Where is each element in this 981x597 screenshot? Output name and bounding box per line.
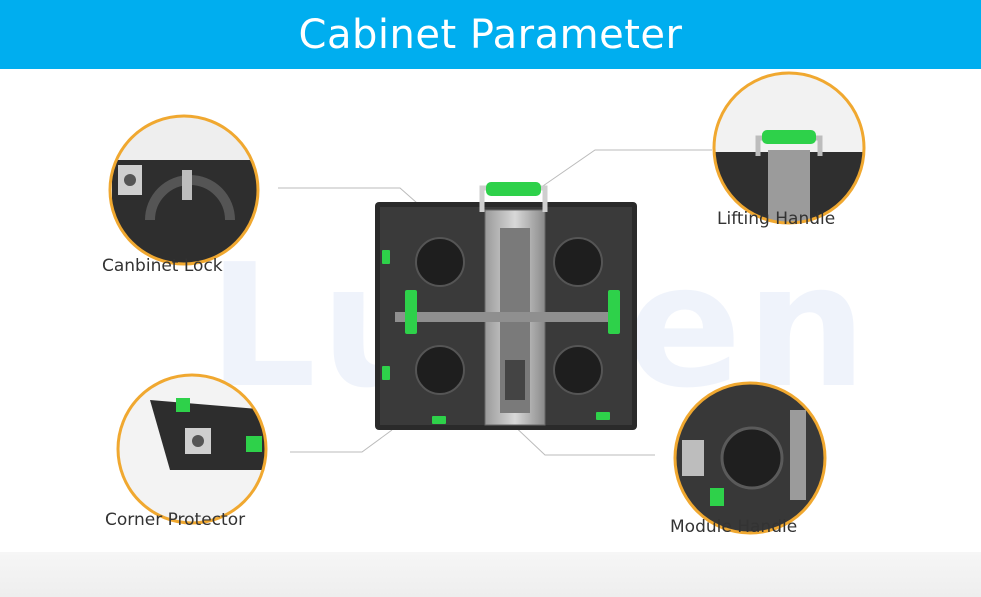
- module-discs: [415, 237, 603, 395]
- footer-band: [0, 552, 981, 597]
- led-cabinet: [375, 182, 637, 430]
- green-latches: [382, 250, 620, 424]
- callout-lifting-handle: [712, 71, 866, 225]
- leader-line-handle: [539, 149, 712, 189]
- label-cabinet-lock: Canbinet Lock: [102, 256, 223, 276]
- leader-line-corner: [290, 429, 393, 453]
- callout-corner-protector: [116, 373, 268, 525]
- page-header: Cabinet Parameter: [0, 0, 981, 69]
- label-module-handle: Module Handle: [670, 517, 798, 537]
- page-title: Cabinet Parameter: [298, 11, 683, 58]
- callout-cabinet-lock: [108, 114, 260, 266]
- callout-module-handle: [673, 381, 827, 535]
- label-corner-protector: Corner Protector: [105, 510, 246, 530]
- label-lifting-handle: Lifting Handle: [717, 209, 836, 229]
- crossbar: [395, 312, 620, 322]
- lifting-handle-part: [479, 182, 548, 212]
